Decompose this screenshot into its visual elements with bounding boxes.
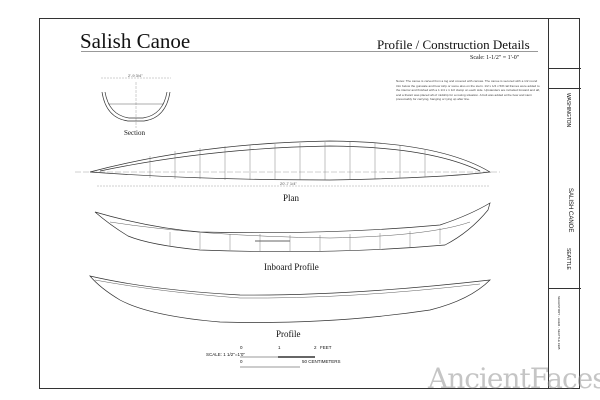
profile-view [89,275,491,323]
scale-tick-2: 2 [314,345,317,350]
profile-label: Profile [276,329,301,339]
scale-bar-label: SCALE: 1 1/2"=1'0" [206,352,245,357]
plan-dimension: 20'-7 1/4" [280,181,297,186]
inboard-profile-view [94,202,491,253]
drawing-subtitle: Profile / Construction Details [377,37,530,52]
title-block-name: SALISH CANOE [567,188,573,233]
scale-tick-0: 0 [240,345,243,350]
scale-cm: 50 CENTIMETERS [302,359,341,364]
inboard-profile-label: Inboard Profile [264,262,319,272]
title-block-city: SEATTLE [565,248,571,270]
title-block: WASHINGTON SALISH CANOE SEATTLE SEAHISTO… [548,18,581,389]
scale-label: Scale: 1-1/2" = 1'-0" [470,55,520,61]
drawing-title: Salish Canoe [80,29,191,53]
construction-notes: Notes: The canoe is carved from a log an… [396,79,541,102]
plan-label: Plan [283,193,300,203]
scale-cm-zero: 0 [240,359,243,364]
section-dimension: 2'-9 3/4" [128,73,143,78]
title-block-credit: SEAHISTORY - HAER - SEATTLE 1995 [557,296,561,350]
plan-view [75,140,500,187]
drawing-sheet [39,18,580,389]
scale-feet: FEET [320,345,332,350]
scale-tick-1: 1 [278,345,281,350]
section-view [101,77,171,128]
title-rule [81,51,538,52]
scale-bar-graphic [240,356,315,368]
title-block-state: WASHINGTON [565,93,571,128]
section-label: Section [124,129,145,137]
watermark-logo: AncientFaces [428,362,600,395]
